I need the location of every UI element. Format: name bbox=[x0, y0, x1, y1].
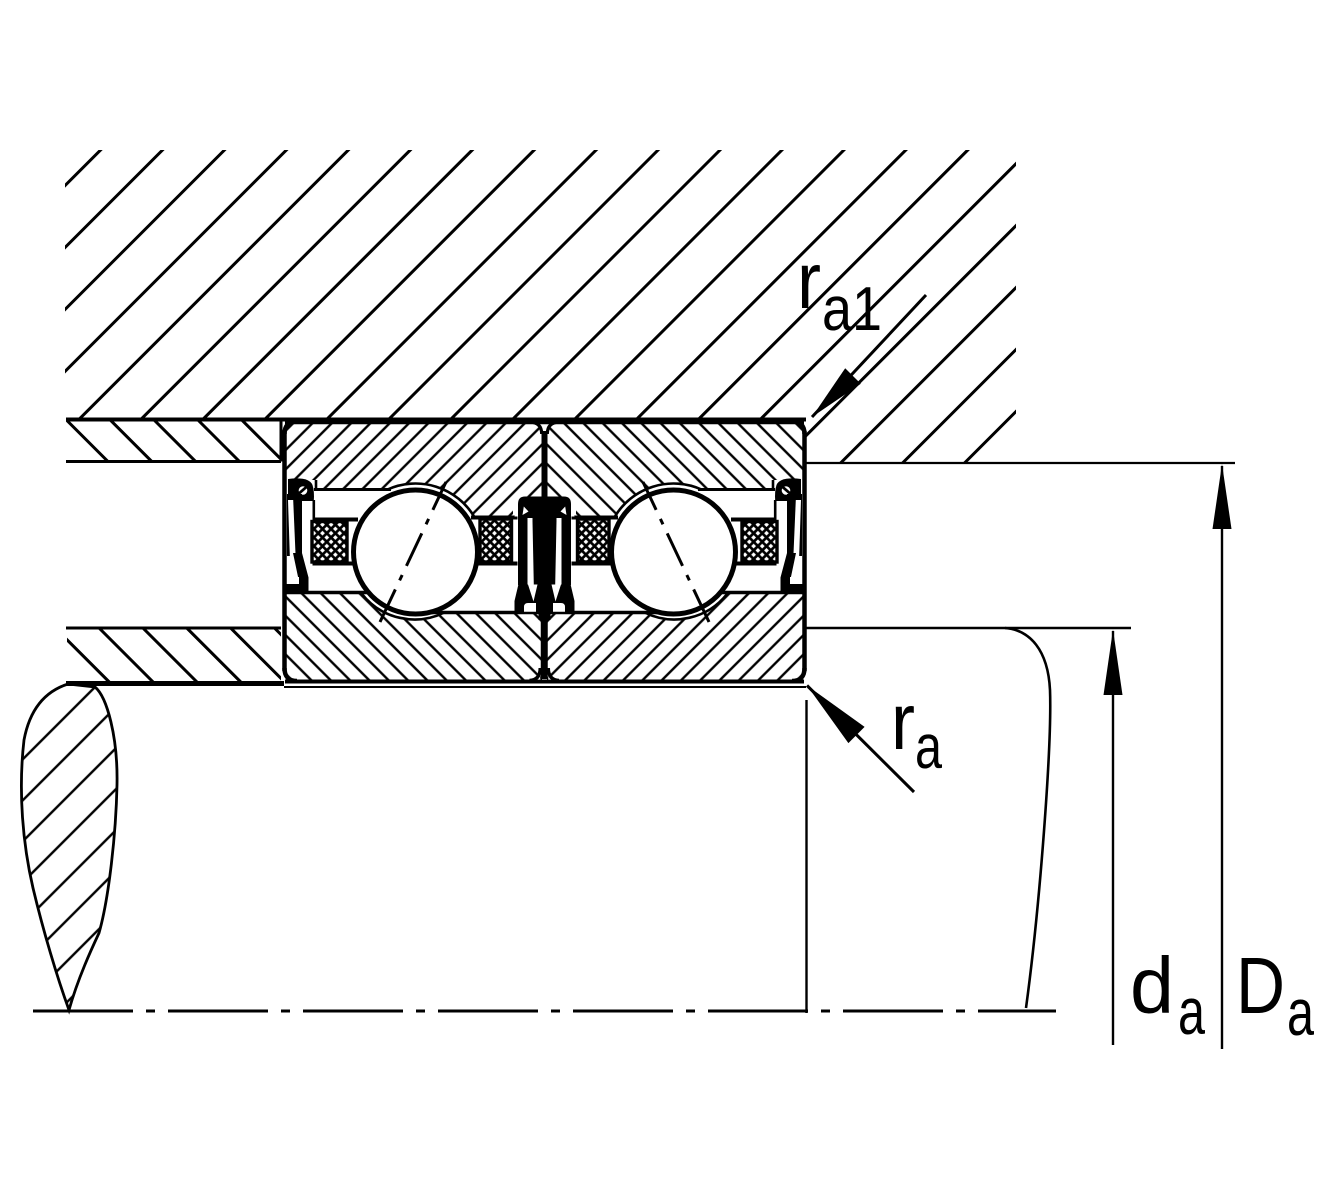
svg-text:d: d bbox=[1130, 941, 1174, 1030]
svg-text:a: a bbox=[1287, 975, 1314, 1049]
svg-text:r: r bbox=[797, 236, 821, 325]
svg-text:D: D bbox=[1236, 941, 1285, 1030]
svg-text:r: r bbox=[891, 677, 915, 766]
svg-text:a1: a1 bbox=[822, 275, 882, 344]
svg-text:a: a bbox=[1178, 974, 1205, 1048]
svg-text:a: a bbox=[915, 713, 942, 782]
